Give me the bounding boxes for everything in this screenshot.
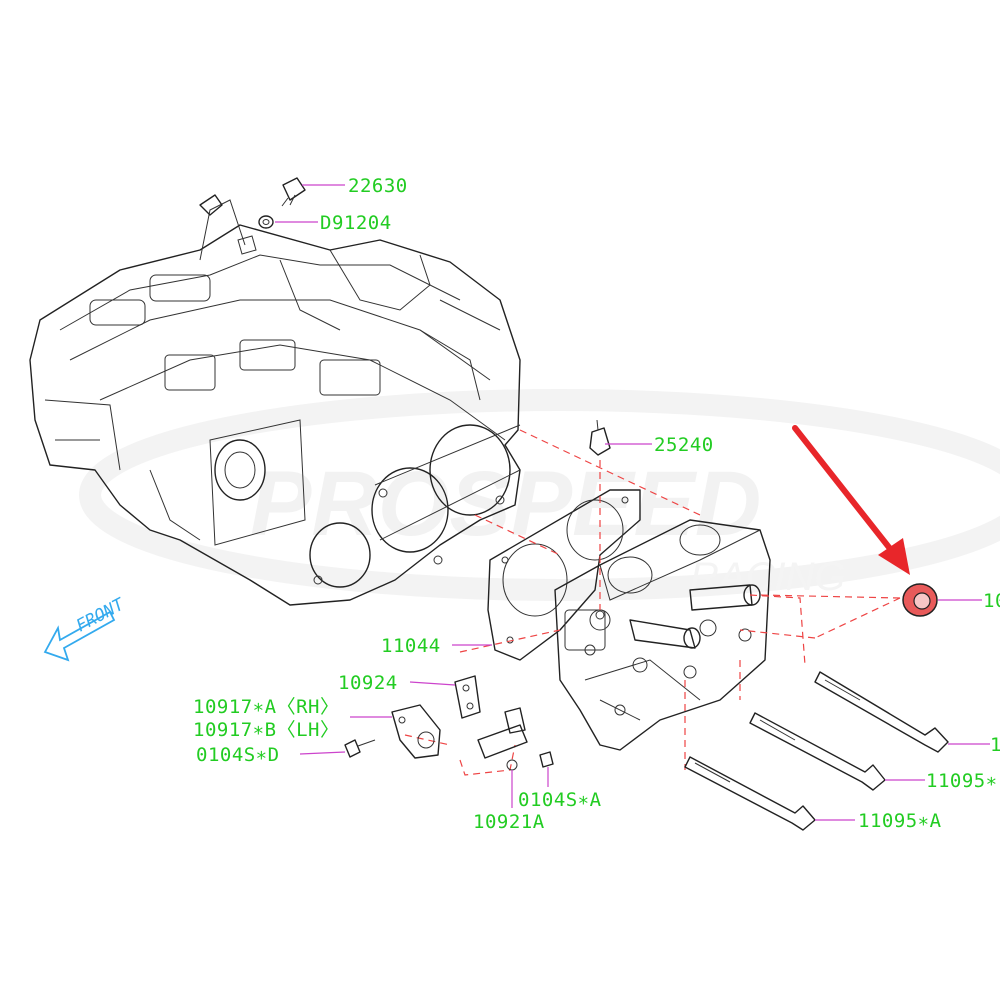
callout-0104S-D: 0104S∗D	[196, 744, 280, 766]
callout-11095A: 11095∗A	[858, 810, 942, 832]
callout-seal-partial: 10	[983, 590, 1000, 612]
callout-11044: 11044	[381, 635, 441, 657]
callout-11095-mid: 11095∗	[926, 770, 998, 792]
callout-10917A: 10917∗A〈RH〉	[193, 696, 339, 718]
front-indicator: FRONT	[43, 594, 129, 662]
head-gasket	[487, 489, 641, 661]
solenoid-10921A	[477, 707, 528, 771]
sensor-22630	[281, 177, 306, 207]
watermark-main: PROSPEED	[250, 453, 761, 555]
assembly-lines	[404, 429, 901, 776]
engine-block	[29, 194, 521, 606]
bolt-0104S-D	[344, 739, 376, 758]
highlight-arrow	[792, 425, 910, 575]
watermark: PROSPEED RACING	[79, 389, 1000, 601]
leader-lines	[275, 184, 990, 821]
callout-25240: 25240	[654, 434, 714, 456]
callout-10917B: 10917∗B〈LH〉	[193, 719, 339, 741]
seal-ring	[902, 583, 938, 617]
callout-0104S-A: 0104S∗A	[518, 789, 602, 811]
gasket-10924	[454, 675, 481, 719]
callout-bolt-top-partial: 1	[990, 734, 1000, 756]
callout-10924: 10924	[338, 672, 398, 694]
bracket-10917	[391, 704, 441, 759]
callout-10921A: 10921A	[473, 811, 545, 833]
callout-22630: 22630	[348, 175, 408, 197]
bolt-0104S-A	[539, 751, 554, 768]
washer-D91204	[258, 215, 274, 229]
callouts: 22630 D91204 25240 11044 10924 10917∗A〈R…	[193, 175, 1000, 833]
head-bolts	[684, 671, 949, 831]
callout-D91204: D91204	[320, 212, 392, 234]
front-label: FRONT	[73, 594, 129, 637]
sensor-25240	[589, 419, 611, 456]
